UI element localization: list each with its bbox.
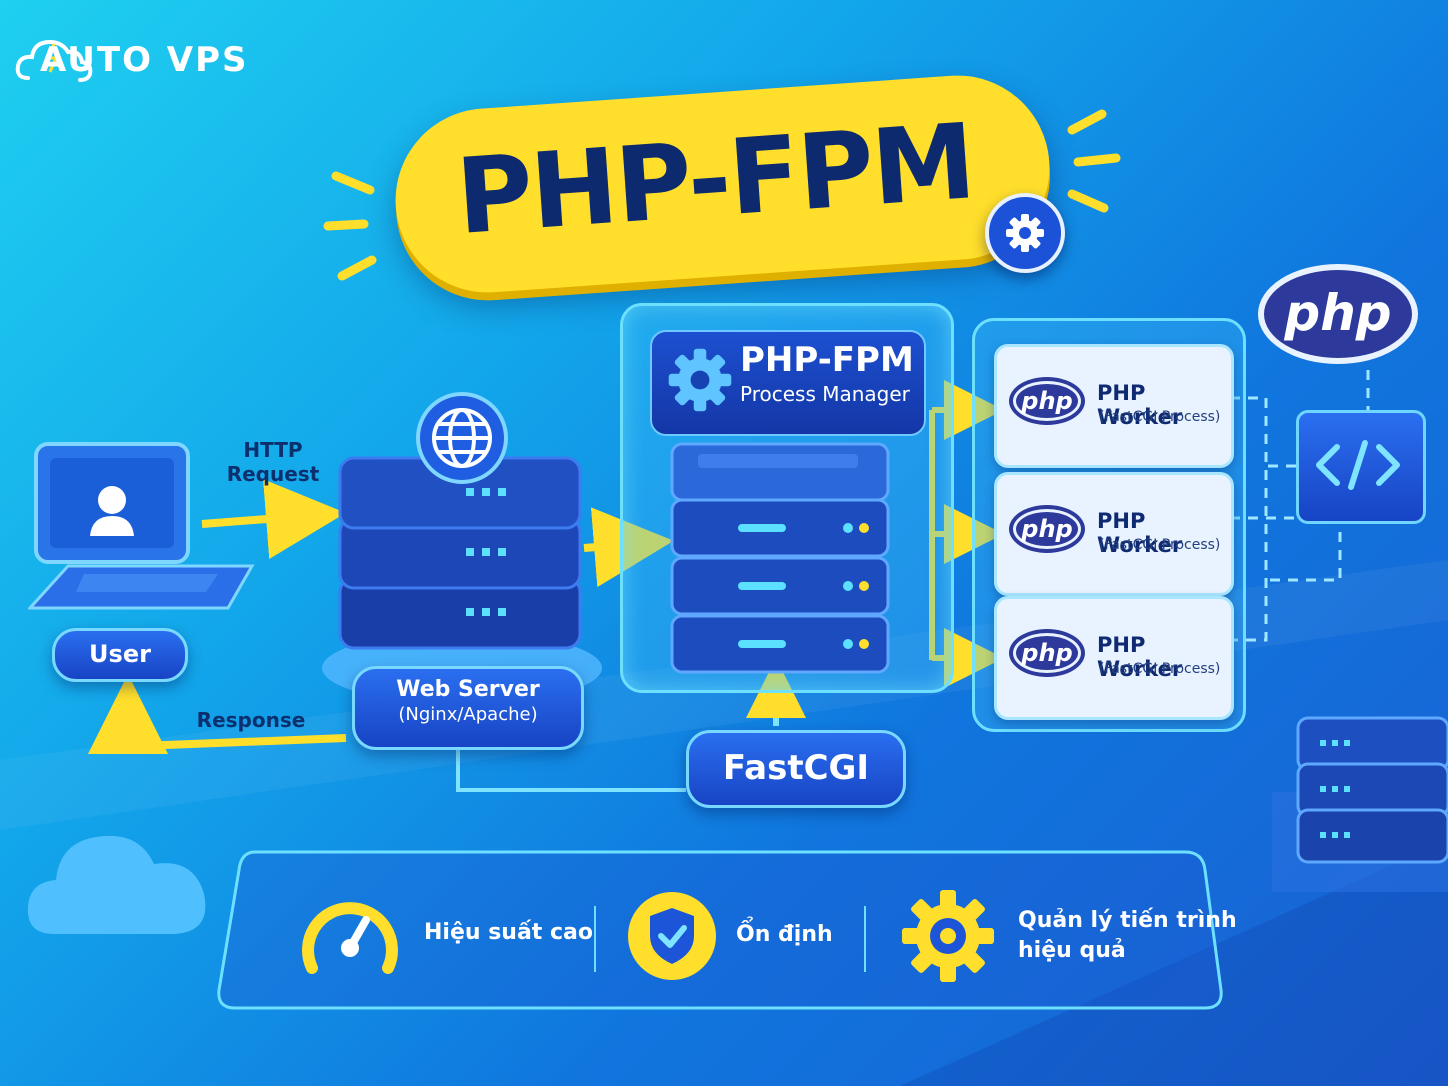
gear-icon	[902, 890, 994, 982]
svg-text:php: php	[1283, 284, 1391, 342]
fastcgi-label: FastCGI	[686, 730, 906, 808]
title-burst-lines	[323, 109, 1121, 281]
user-laptop-icon	[28, 442, 255, 610]
logo-text: AUTO VPS	[40, 40, 249, 80]
shield-check-icon	[628, 892, 716, 980]
feature-label-performance: Hiệu suất cao	[424, 920, 593, 945]
feature-label-stability: Ổn định	[736, 922, 833, 947]
webserver-to-pm-arrow	[583, 507, 674, 588]
php-worker-card: php PHP Worker (FastCGI Process)	[994, 472, 1234, 596]
code-panel	[1296, 410, 1426, 524]
logo-cloud-icon	[15, 39, 93, 82]
response-label: Response	[196, 708, 306, 732]
globe-icon	[432, 408, 492, 468]
web-server-icon	[322, 392, 602, 704]
gear-icon	[668, 348, 732, 412]
code-icon	[1316, 440, 1400, 490]
php-worker-card: php PHP Worker (FastCGI Process)	[994, 596, 1234, 720]
cloud-icon	[27, 835, 206, 934]
storage-server-icon	[1272, 716, 1448, 892]
svg-text:php: php	[1020, 515, 1072, 543]
webserver-fastcgi-connector	[456, 744, 686, 792]
web-server-label: Web Server (Nginx/Apache)	[352, 666, 584, 750]
feature-label-process-management: Quản lý tiến trình hiệu quả	[1018, 908, 1237, 963]
process-manager-title: PHP-FPM	[740, 340, 914, 380]
process-manager-subtitle: Process Manager	[740, 382, 910, 406]
php-logo-icon: php	[1009, 629, 1085, 677]
process-manager-server-icon	[670, 442, 890, 674]
speedometer-icon	[302, 902, 398, 974]
php-logo-icon: php	[1009, 377, 1085, 425]
http-request-label: HTTP Request	[226, 438, 320, 486]
svg-text:php: php	[1020, 639, 1072, 667]
title-gear-badge	[985, 193, 1065, 273]
http-request-arrow	[201, 479, 346, 559]
gear-icon	[1006, 214, 1044, 252]
php-logo-icon: php	[1009, 505, 1085, 553]
php-worker-card: php PHP Worker (FastCGI Process)	[994, 344, 1234, 468]
response-arrow	[88, 674, 347, 754]
svg-text:php: php	[1020, 387, 1072, 415]
php-logo-icon: php	[1258, 264, 1418, 364]
user-label: User	[52, 628, 188, 682]
